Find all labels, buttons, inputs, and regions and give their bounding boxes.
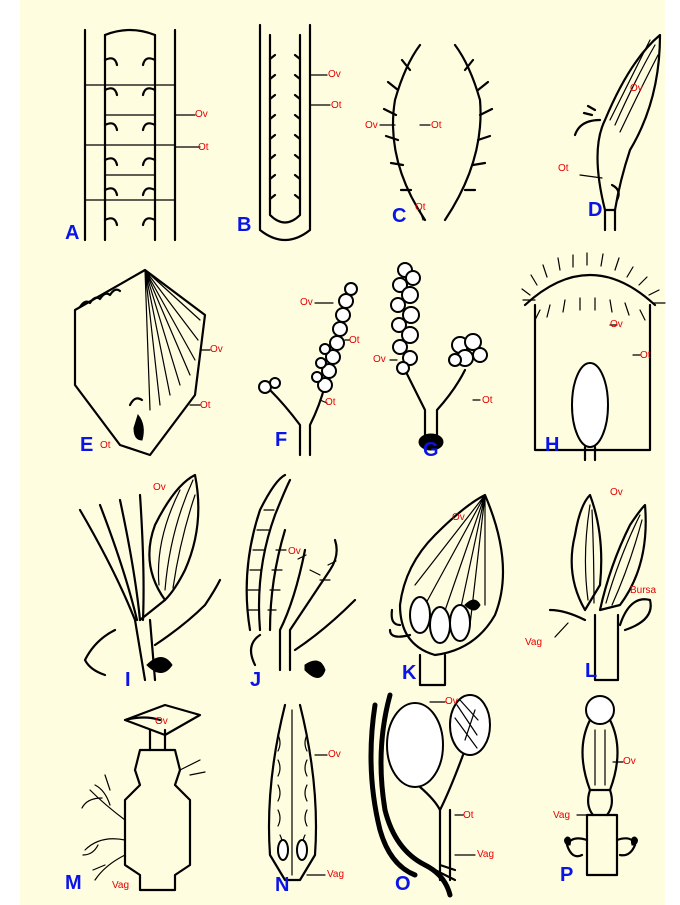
label-ot: Ot bbox=[198, 142, 209, 153]
label-ot-base: Ot bbox=[325, 397, 336, 408]
label-ot: Ot bbox=[331, 100, 342, 111]
label-vag: Vag bbox=[525, 637, 542, 648]
label-ov: Ov bbox=[445, 696, 458, 707]
panel-letter-l: L bbox=[585, 661, 597, 681]
panel-d: Ov Ot D bbox=[550, 20, 665, 245]
anatomy-plate: Ov Ot A Ov Ot B Ov Ot Ot C bbox=[20, 0, 665, 905]
label-ot: Ot bbox=[558, 163, 569, 174]
panel-letter-b: B bbox=[237, 215, 251, 235]
label-ov: Ov bbox=[155, 716, 168, 727]
label-ov: Ov bbox=[328, 749, 341, 760]
label-ot: Ot bbox=[640, 350, 651, 361]
label-ot-side: Ot bbox=[200, 400, 211, 411]
panel-g: Ov Ot G bbox=[365, 250, 505, 465]
label-vag: Vag bbox=[112, 880, 129, 891]
panel-j: Ov J bbox=[220, 470, 370, 690]
panel-b-drawing bbox=[235, 15, 345, 245]
panel-letter-c: C bbox=[392, 206, 406, 226]
panel-e: Ov Ot Ot E bbox=[50, 255, 235, 465]
panel-letter-f: F bbox=[275, 430, 287, 450]
panel-letter-m: M bbox=[65, 873, 82, 893]
label-ov: Ov bbox=[623, 756, 636, 767]
ovariole-beads-left bbox=[391, 263, 420, 374]
panel-a-drawing bbox=[60, 25, 200, 245]
label-bursa: Bursa bbox=[630, 585, 656, 596]
panel-h: Ov Ot H bbox=[515, 255, 665, 465]
panel-m-drawing bbox=[50, 690, 235, 900]
panel-letter-n: N bbox=[275, 875, 289, 895]
panel-b: Ov Ot B bbox=[235, 15, 345, 245]
label-ov: Ov bbox=[610, 487, 623, 498]
label-ot-base: Ot bbox=[415, 202, 426, 213]
label-vag: Vag bbox=[477, 849, 494, 860]
label-ot-base: Ot bbox=[100, 440, 111, 451]
label-ov: Ov bbox=[300, 297, 313, 308]
label-ov: Ov bbox=[365, 120, 378, 131]
panel-letter-p: P bbox=[560, 865, 573, 885]
label-ot: Ot bbox=[349, 335, 360, 346]
panel-i-drawing bbox=[55, 470, 225, 690]
label-ov: Ov bbox=[452, 512, 465, 523]
panel-c: Ov Ot Ot C bbox=[365, 40, 515, 245]
panel-letter-h: H bbox=[545, 435, 559, 455]
panel-letter-k: K bbox=[402, 663, 416, 683]
label-ot: Ot bbox=[463, 810, 474, 821]
panel-letter-a: A bbox=[65, 223, 79, 243]
label-ot: Ot bbox=[482, 395, 493, 406]
panel-o-drawing bbox=[365, 690, 525, 900]
panel-c-drawing bbox=[365, 40, 515, 245]
panel-letter-d: D bbox=[588, 200, 602, 220]
panel-letter-o: O bbox=[395, 874, 411, 894]
label-vag: Vag bbox=[327, 869, 344, 880]
panel-k-drawing bbox=[365, 475, 515, 690]
panel-p: Ov Vag P bbox=[545, 690, 665, 900]
label-ov: Ov bbox=[210, 344, 223, 355]
panel-n-drawing bbox=[245, 695, 375, 900]
panel-l-drawing bbox=[520, 475, 665, 690]
panel-l: Ov Bursa Vag L bbox=[520, 475, 665, 690]
panel-g-drawing bbox=[365, 250, 505, 465]
label-ov: Ov bbox=[288, 546, 301, 557]
panel-letter-j: J bbox=[250, 670, 261, 690]
panel-f: Ov Ot Ot F bbox=[245, 275, 375, 465]
label-ov: Ov bbox=[328, 69, 341, 80]
label-ov: Ov bbox=[610, 319, 623, 330]
label-vag: Vag bbox=[553, 810, 570, 821]
label-ot: Ot bbox=[431, 120, 442, 131]
panel-letter-i: I bbox=[125, 670, 131, 690]
panel-k: Ov K bbox=[365, 475, 515, 690]
panel-e-drawing bbox=[50, 255, 235, 465]
panel-j-drawing bbox=[220, 470, 370, 690]
label-ov: Ov bbox=[195, 109, 208, 120]
panel-i: Ov I bbox=[55, 470, 225, 690]
label-ov: Ov bbox=[630, 83, 643, 94]
ovariole-beads-right bbox=[449, 334, 487, 366]
panel-m: Ov Vag M bbox=[50, 690, 235, 900]
label-ov: Ov bbox=[153, 482, 166, 493]
panel-n: Ov Vag N bbox=[245, 695, 375, 900]
panel-d-drawing bbox=[550, 20, 665, 245]
panel-o: Ov Ot Vag O bbox=[365, 690, 525, 900]
panel-a: Ov Ot A bbox=[60, 25, 200, 245]
label-ov: Ov bbox=[373, 354, 386, 365]
panel-letter-e: E bbox=[80, 435, 93, 455]
panel-letter-g: G bbox=[423, 440, 439, 460]
